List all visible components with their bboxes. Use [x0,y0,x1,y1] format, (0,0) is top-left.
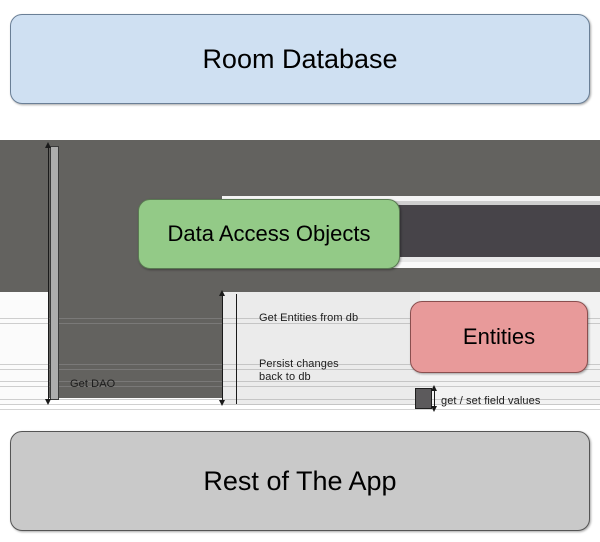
arrowhead-field-values-bottom [431,406,437,412]
scan-line [0,404,600,405]
overlay-strip-left [0,292,48,405]
scan-line [0,399,600,400]
node-data-access-objects[interactable]: Data Access Objects [138,199,400,269]
activation-bar-entities [415,388,432,409]
node-room-database[interactable]: Room Database [10,14,590,104]
arrowhead-get-entities-bottom [219,400,225,406]
activation-bar-dao [50,146,59,400]
scan-line [0,364,600,365]
overlay-column-pale [222,292,420,405]
arrow-label-get-dao: Get DAO [70,378,116,390]
scan-line [0,381,600,382]
arrowhead-get-entities-top [219,290,225,296]
lifeline-persist-changes [236,294,237,404]
scan-line [0,318,600,319]
overlay-band-2 [0,196,600,201]
lifeline-get-entities [222,294,223,404]
node-rest-of-the-app[interactable]: Rest of The App [10,431,590,531]
scan-line [0,409,600,410]
lifeline-get-dao [48,146,49,400]
arrowhead-get-dao-bottom [45,399,51,405]
arrow-label-field-values: get / set field values [441,395,541,407]
lifeline-field-values [434,388,435,410]
arrow-label-get-entities: Get Entities from db [259,312,359,324]
arrowhead-field-values-top [431,385,437,391]
node-entities[interactable]: Entities [410,301,588,373]
scan-line [0,386,600,387]
scan-line [0,369,600,370]
arrow-label-persist-changes: Persist changes back to db [259,358,339,383]
scan-line [0,323,600,324]
arrowhead-get-dao-top [45,142,51,148]
